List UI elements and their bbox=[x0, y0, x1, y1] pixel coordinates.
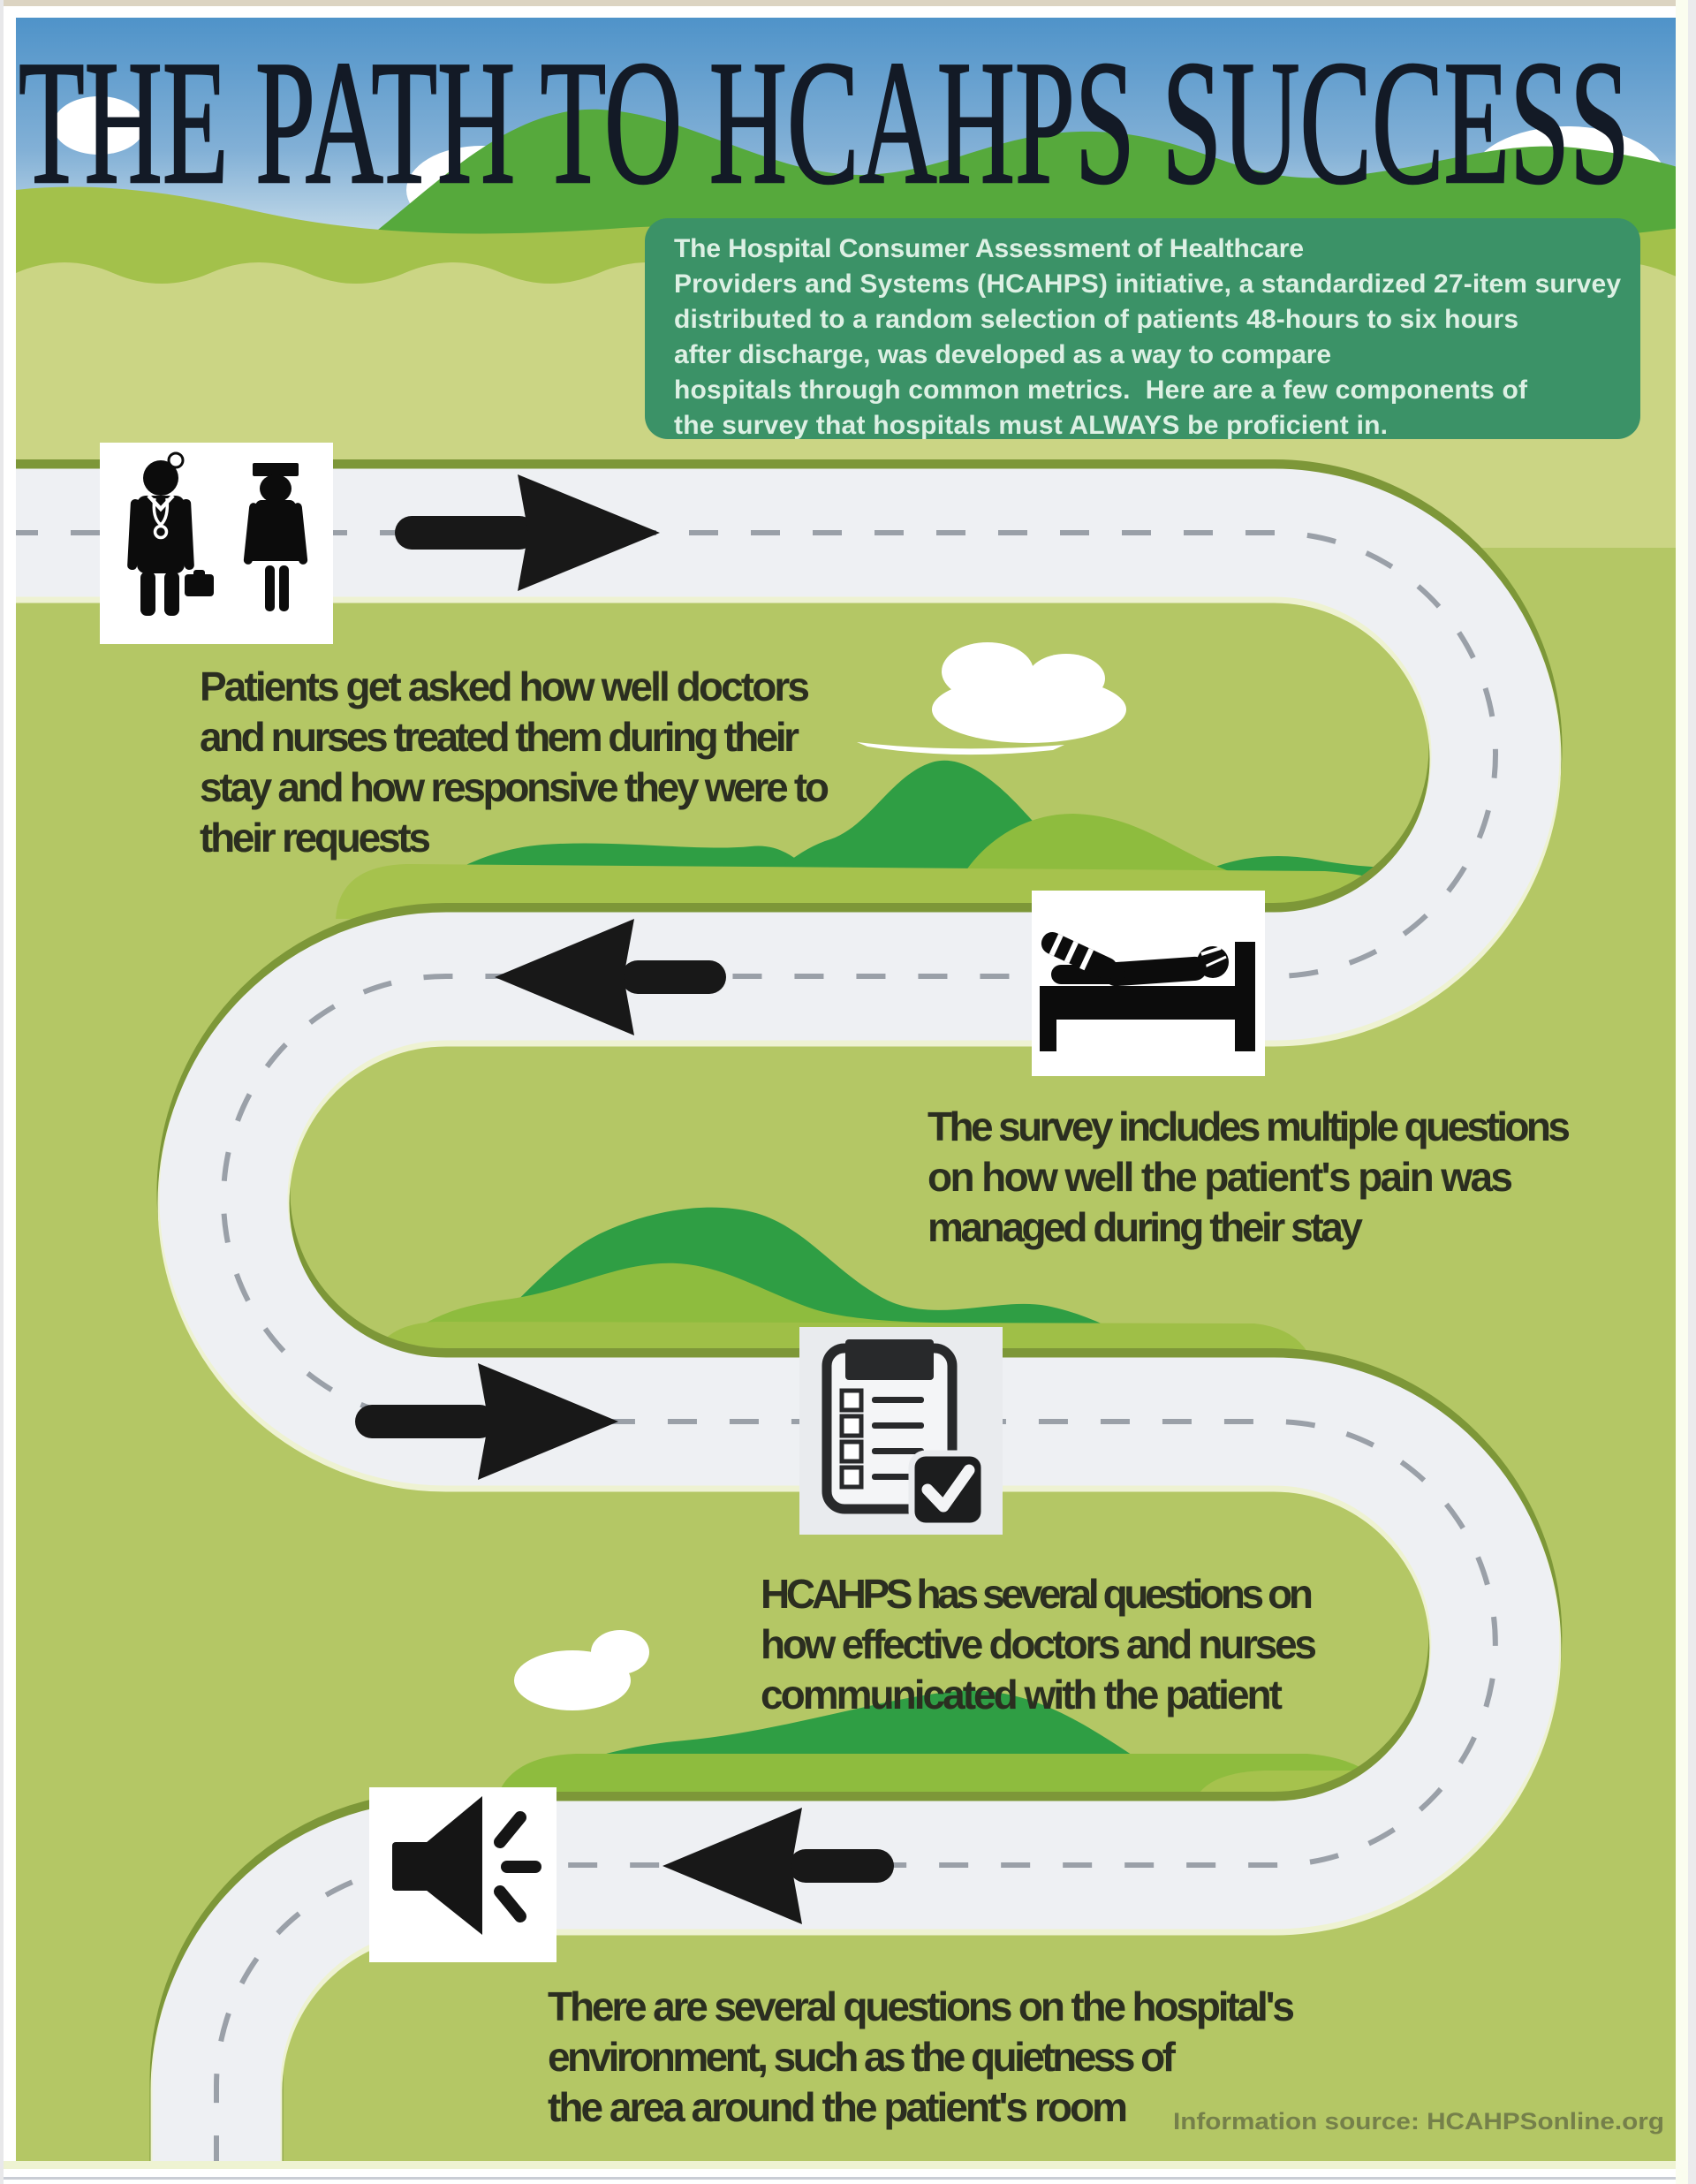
svg-text:Providers and Systems (HCAHPS): Providers and Systems (HCAHPS) initiativ… bbox=[674, 269, 1621, 299]
svg-text:The survey includes multiple q: The survey includes multiple questions bbox=[928, 1103, 1571, 1149]
svg-text:There are several questions on: There are several questions on the hospi… bbox=[548, 1983, 1295, 2029]
svg-text:hospitals through common metri: hospitals through common metrics. Here a… bbox=[674, 375, 1528, 405]
svg-text:on how well the patient's pain: on how well the patient's pain was bbox=[928, 1154, 1513, 1200]
svg-text:managed during their stay: managed during their stay bbox=[928, 1204, 1363, 1250]
svg-text:Information source: HCAHPSonli: Information source: HCAHPSonline.org bbox=[1173, 2108, 1664, 2135]
svg-text:The Hospital Consumer Assessme: The Hospital Consumer Assessment of Heal… bbox=[674, 234, 1304, 263]
svg-text:how effective doctors and nurs: how effective doctors and nurses bbox=[761, 1621, 1317, 1667]
svg-text:the survey that hospitals must: the survey that hospitals must ALWAYS be… bbox=[674, 411, 1388, 440]
svg-text:Patients get asked how well do: Patients get asked how well doctors bbox=[200, 664, 810, 709]
svg-text:distributed to a random select: distributed to a random selection of pat… bbox=[674, 305, 1518, 334]
svg-text:environment, such as the quiet: environment, such as the quietness of bbox=[548, 2034, 1177, 2080]
svg-text:their requests: their requests bbox=[200, 815, 431, 861]
svg-text:HCAHPS has several questions o: HCAHPS has several questions on bbox=[761, 1571, 1314, 1617]
svg-text:after discharge, was developed: after discharge, was developed as a way … bbox=[674, 340, 1331, 369]
svg-text:THE PATH TO HCAHPS SUCCESS: THE PATH TO HCAHPS SUCCESS bbox=[19, 25, 1630, 221]
svg-text:the area around the patient's: the area around the patient's room bbox=[548, 2084, 1128, 2130]
svg-text:stay and how responsive they w: stay and how responsive they were to bbox=[200, 764, 829, 810]
svg-text:communicated with the patient: communicated with the patient bbox=[761, 1672, 1283, 1718]
svg-text:and nurses treated them during: and nurses treated them during their bbox=[200, 714, 799, 760]
